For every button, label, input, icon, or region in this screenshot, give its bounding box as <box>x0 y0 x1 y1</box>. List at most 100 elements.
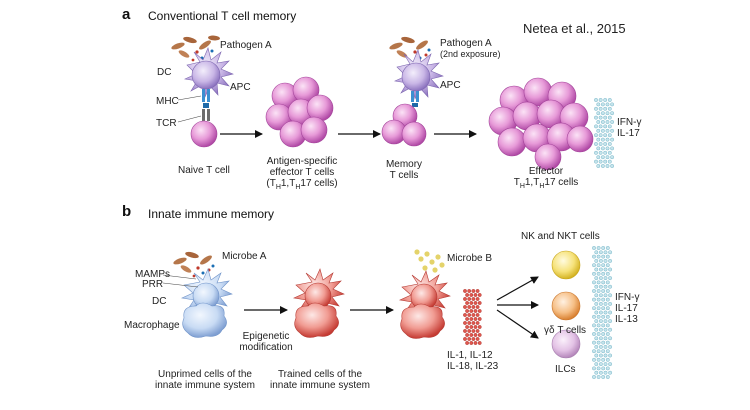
cytokine-dot <box>471 297 476 301</box>
cytokine-dot <box>605 366 610 371</box>
cytokine-dot <box>594 98 598 102</box>
cytokine-dot <box>594 319 599 323</box>
cytokine-dot <box>594 106 598 111</box>
cytokine-dot <box>601 102 605 107</box>
cytokine-dot <box>592 254 596 259</box>
cytokine-dot <box>465 325 469 329</box>
cytokine-dot <box>603 301 608 306</box>
ifn-gamma-label-b: IFN-γ <box>615 292 640 303</box>
cytokine-dot <box>598 133 603 138</box>
cytokine-dot <box>592 263 596 268</box>
cytokine-dot <box>603 284 608 289</box>
cytokine-dot <box>467 297 472 301</box>
cytokine-dot <box>605 357 610 362</box>
cytokine-dot <box>601 297 606 302</box>
cytokine-dot <box>605 128 610 133</box>
cytokine-dot <box>463 329 467 333</box>
cytokine-dot <box>592 357 596 362</box>
cytokine-dot <box>592 375 596 379</box>
cytokine-dot <box>594 362 599 366</box>
cytokine-dot <box>603 106 608 111</box>
cytokine-dot <box>601 254 606 259</box>
cytokine-dot <box>473 333 478 337</box>
cytokine-dot <box>610 137 614 142</box>
cytokine-dot <box>605 332 610 336</box>
cytokine-dot <box>592 323 596 328</box>
cytokine-dot <box>599 362 603 366</box>
cytokine-dot <box>599 344 603 349</box>
cytokine-dot <box>469 309 474 313</box>
effector-label: Effector TH1,TH17 cells <box>513 166 579 190</box>
apc-label: APC <box>230 82 251 93</box>
cytokine-dot <box>601 246 606 250</box>
citation: Netea et al., 2015 <box>523 21 626 36</box>
cytokine-dot <box>608 319 612 323</box>
panel-a-title: Conventional T cell memory <box>148 9 297 23</box>
cytokine-dot <box>605 289 610 293</box>
cytokine-dot <box>463 289 467 293</box>
cytokine-dot <box>605 120 610 124</box>
apc-second-exposure <box>393 49 444 107</box>
trained-cells-label: Trained cells of the innate immune syste… <box>269 369 371 391</box>
arrow-to-nk <box>496 276 539 301</box>
cytokine-dot <box>594 258 599 263</box>
cytokine-dot <box>603 142 608 146</box>
cytokine-dot <box>465 333 469 337</box>
cytokine-dot <box>603 293 608 298</box>
cytokine-dot <box>599 250 603 255</box>
cytokine-dot <box>596 111 601 116</box>
cytokine-dot <box>596 246 601 250</box>
cytokine-dot <box>601 349 606 354</box>
cytokine-dot <box>599 353 603 358</box>
panel-a-letter: a <box>122 6 131 23</box>
tcr-label: TCR <box>156 118 177 129</box>
cytokine-dot <box>477 309 482 313</box>
cytokine-dot <box>463 305 467 309</box>
cytokine-dot <box>608 344 612 349</box>
cytokine-dot <box>467 329 472 333</box>
cytokine-dot <box>603 98 608 102</box>
cytokine-dot <box>599 319 603 323</box>
cytokine-dot <box>594 250 599 255</box>
microbe-b-particles <box>414 249 445 273</box>
dc-label-b: DC <box>152 296 167 307</box>
ilcs-label: ILCs <box>555 364 576 375</box>
cytokine-dot <box>599 310 603 315</box>
cytokine-dot <box>610 164 614 168</box>
cytokine-dot <box>601 306 606 311</box>
cytokine-dot <box>607 98 612 102</box>
cytokine-dot <box>467 305 472 309</box>
cytokine-dot <box>475 289 480 293</box>
cytokine-dot <box>603 133 608 138</box>
cytokine-dot <box>610 120 614 124</box>
cytokine-dot <box>607 124 612 129</box>
cytokine-dot <box>469 301 474 305</box>
cytokine-dot <box>477 333 482 337</box>
cytokine-dot <box>601 120 605 124</box>
ilc-cell <box>551 329 581 359</box>
panel-b-title: Innate immune memory <box>148 207 275 221</box>
cytokine-dot <box>473 293 478 297</box>
pathogen-a-second-cluster <box>389 36 431 60</box>
cytokine-dot <box>603 150 608 155</box>
cytokine-dot <box>598 142 603 146</box>
cytokine-dot <box>608 284 612 289</box>
nk-cell <box>551 250 581 280</box>
mhc-label: MHC <box>156 96 179 107</box>
microbe-b-label: Microbe B <box>447 253 493 264</box>
cytokine-dot <box>471 337 476 341</box>
cytokine-dot <box>610 102 614 107</box>
apc-second-label: APC <box>440 80 461 91</box>
effector-t-cell-cluster <box>265 76 334 148</box>
cytokine-dot <box>610 128 614 133</box>
cytokine-dot <box>603 327 608 332</box>
cytokine-dot <box>469 317 474 321</box>
unprimed-cells-label: Unprimed cells of the innate immune syst… <box>154 369 256 391</box>
cytokine-dot <box>610 155 614 160</box>
cytokine-dot <box>594 276 599 280</box>
pathogen-a-cluster <box>171 35 220 62</box>
cytokine-dot <box>599 284 603 289</box>
cytokine-dot <box>596 137 601 142</box>
cytokine-dot <box>605 271 610 276</box>
cytokine-dot <box>601 340 606 345</box>
